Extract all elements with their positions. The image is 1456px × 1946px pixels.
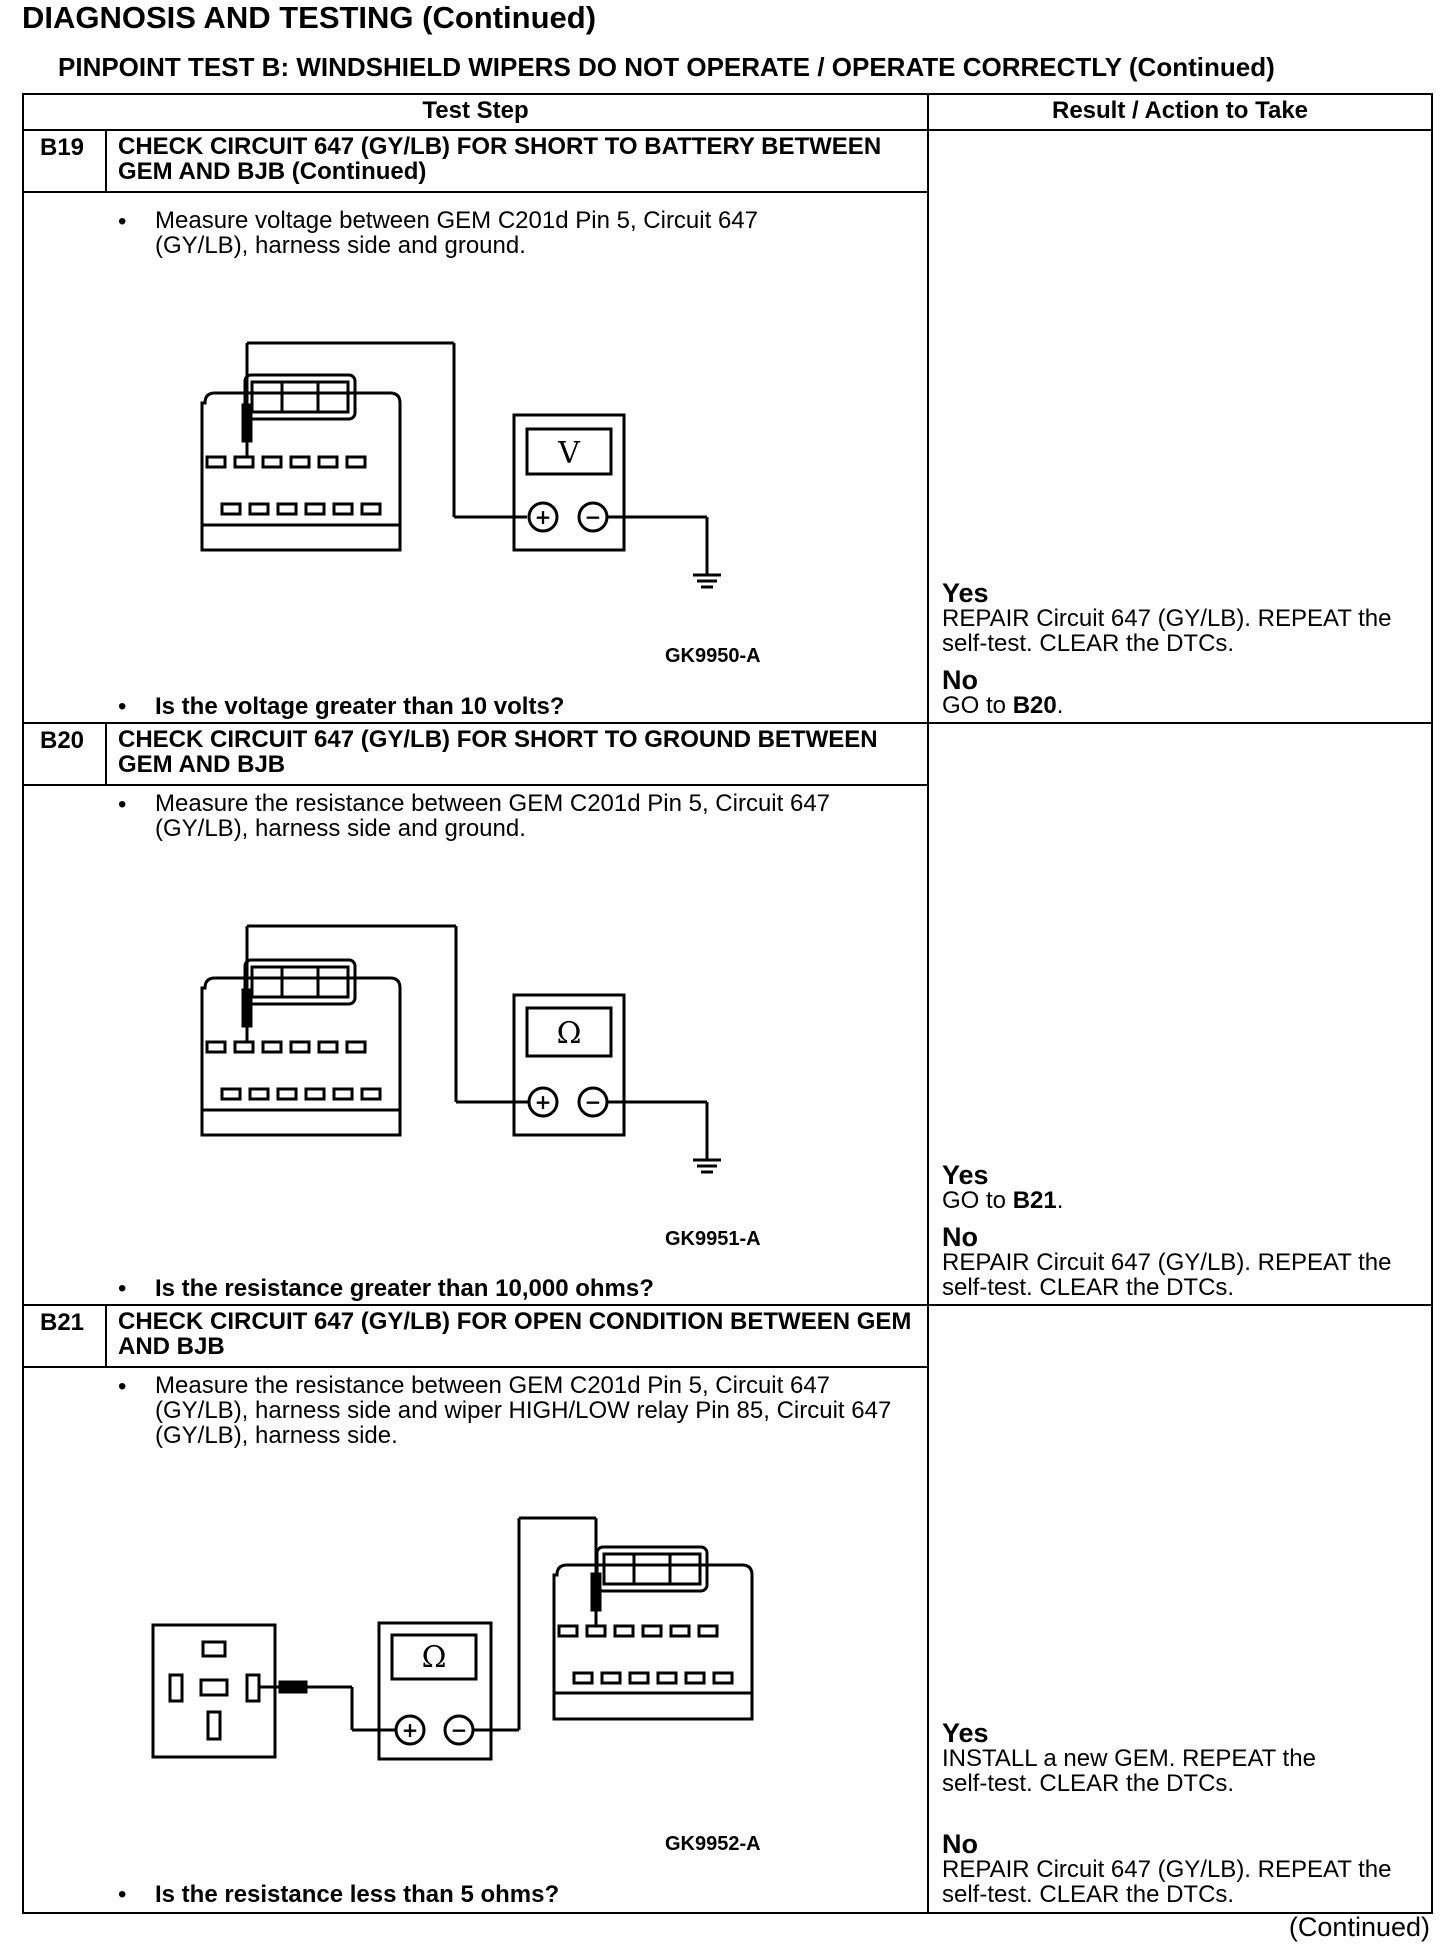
plus-terminal: + (402, 1718, 419, 1742)
result-no-action: REPAIR Circuit 647 (GY/LB). REPEAT the s… (942, 1856, 1392, 1908)
gem-connector-c201d (200, 958, 402, 1137)
column-divider (927, 93, 929, 1914)
table-border-right (1431, 93, 1433, 1914)
bullet: • (118, 693, 127, 720)
result-yes-action: REPAIR Circuit 647 (GY/LB). REPEAT the s… (942, 605, 1392, 657)
table-border-top (22, 93, 1433, 95)
table-border-bottom (22, 1912, 1433, 1914)
plus-terminal: + (535, 1090, 552, 1114)
bullet: • (118, 1275, 127, 1302)
result-yes-label: Yes (942, 578, 989, 608)
result-no-action: REPAIR Circuit 647 (GY/LB). REPEAT the s… (942, 1249, 1392, 1301)
step-title: CHECK CIRCUIT 647 (GY/LB) FOR SHORT TO B… (118, 133, 882, 185)
bullet: • (118, 208, 127, 235)
action-text: GO to (942, 692, 1013, 719)
bullet: • (118, 1881, 127, 1908)
step-number-divider (105, 130, 107, 193)
step-title-divider (22, 784, 928, 786)
action-step-ref: B21 (1012, 1187, 1057, 1214)
result-no-label: No (942, 1829, 978, 1859)
column-header-test-step: Test Step (422, 97, 529, 124)
figure-id: GK9950-A (665, 645, 761, 667)
result-no-label: No (942, 1222, 978, 1252)
voltmeter (512, 413, 626, 552)
ohmmeter-symbol: Ω (557, 1016, 582, 1051)
header-divider (22, 129, 1433, 131)
step-title: CHECK CIRCUIT 647 (GY/LB) FOR SHORT TO G… (118, 726, 878, 778)
step-number: B19 (40, 134, 85, 161)
result-yes-label: Yes (942, 1160, 989, 1190)
step-number: B21 (40, 1309, 85, 1336)
voltage-measurement-diagram: V + − (200, 341, 721, 589)
result-yes-action: GO to B21. (942, 1188, 1442, 1213)
step-instruction: Measure the resistance between GEM C201d… (155, 790, 831, 842)
ground-symbol (607, 1100, 721, 1174)
plus-terminal: + (535, 505, 552, 529)
step-title-divider (22, 191, 928, 193)
ohmmeter (512, 993, 626, 1137)
relay-socket (151, 1623, 277, 1759)
table-border-left (22, 93, 24, 1914)
voltmeter-symbol: V (557, 436, 581, 471)
step-number-divider (105, 1305, 107, 1368)
gem-connector-c201d (200, 373, 402, 552)
bullet: • (118, 1373, 127, 1400)
test-probe (241, 924, 529, 1104)
continued-footer: (Continued) (1288, 1912, 1430, 1942)
result-yes-label: Yes (942, 1718, 989, 1748)
resistance-to-ground-diagram: Ω + − (200, 924, 721, 1174)
minus-terminal: − (585, 1090, 602, 1114)
step-title-divider (22, 1366, 928, 1368)
page-title: DIAGNOSIS AND TESTING (Continued) (22, 0, 597, 35)
action-text: GO to (942, 1187, 1013, 1214)
ohmmeter (377, 1621, 493, 1761)
action-step-ref: B20 (1012, 692, 1057, 719)
open-circuit-diagram: Ω + − (151, 1516, 754, 1761)
figure-id: GK9952-A (665, 1833, 761, 1855)
ground-symbol (607, 515, 721, 589)
pinpoint-test-subtitle: PINPOINT TEST B: WINDSHIELD WIPERS DO NO… (58, 52, 1275, 82)
ohmmeter-symbol: Ω (422, 1640, 447, 1675)
minus-terminal: − (451, 1718, 468, 1742)
step-number-divider (105, 723, 107, 786)
row-divider (22, 722, 1433, 724)
step-question: Is the voltage greater than 10 volts? (155, 693, 565, 720)
column-header-result: Result / Action to Take (1051, 97, 1309, 124)
figure-id: GK9951-A (665, 1228, 761, 1250)
result-yes-action: INSTALL a new GEM. REPEAT the self-test.… (942, 1745, 1316, 1797)
result-no-action: GO to B20. (942, 693, 1442, 718)
minus-terminal: − (585, 505, 602, 529)
action-text: . (1056, 1187, 1064, 1214)
step-instruction: Measure the resistance between GEM C201d… (155, 1372, 892, 1449)
row-divider (22, 1304, 1433, 1306)
step-instruction: Measure voltage between GEM C201d Pin 5,… (155, 207, 758, 259)
step-question: Is the resistance less than 5 ohms? (155, 1881, 560, 1908)
test-probe (241, 341, 527, 519)
step-question: Is the resistance greater than 10,000 oh… (155, 1275, 654, 1302)
result-no-label: No (942, 665, 978, 695)
gem-connector-c201d (552, 1545, 754, 1721)
bullet: • (118, 791, 127, 818)
step-number: B20 (40, 727, 85, 754)
action-text: . (1056, 692, 1064, 719)
test-lead (259, 1680, 395, 1732)
step-title: CHECK CIRCUIT 647 (GY/LB) FOR OPEN CONDI… (118, 1308, 912, 1360)
